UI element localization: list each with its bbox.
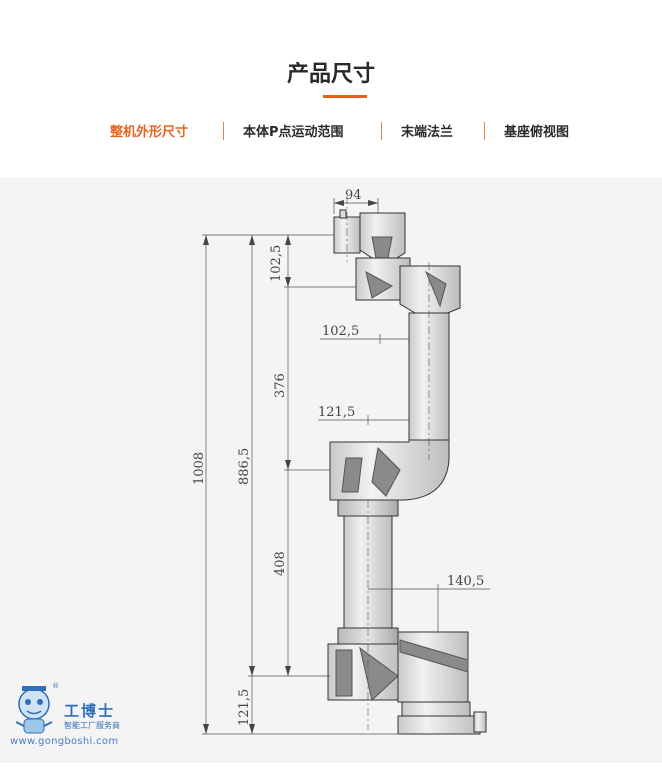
page-title: 产品尺寸: [286, 62, 375, 87]
wrist3-dark-face: [371, 236, 393, 259]
tab-separator: [223, 122, 224, 140]
wrist1-dark-face: [424, 270, 447, 308]
tab-end-flange[interactable]: 末端法兰: [401, 125, 454, 140]
tab-base-top-view[interactable]: 基座俯视图: [504, 125, 570, 140]
title-underline: [323, 95, 367, 98]
dim-upper-arm-length: 408: [273, 551, 288, 576]
tab-p-point-range[interactable]: 本体P点运动范围: [243, 125, 344, 140]
shoulder-dark-face-2: [359, 646, 399, 701]
dim-wrist-height: 102,5: [269, 245, 284, 282]
registered-mark: ®: [52, 682, 59, 690]
base-dark-band: [399, 639, 469, 673]
watermark-url: www.gongboshi.com: [10, 736, 119, 747]
tab-bar: 整机外形尺寸 本体P点运动范围 末端法兰 基座俯视图: [0, 121, 662, 145]
base-connector-shape: [473, 711, 487, 733]
flange-pin: [339, 209, 347, 219]
wrist2-dark-face: [365, 271, 394, 299]
tab-overall-dimensions[interactable]: 整机外形尺寸: [110, 125, 189, 140]
wrist1-joint-shape: [399, 265, 461, 317]
dimension-lines: [202, 198, 490, 735]
dim-top-width: 94: [345, 188, 362, 203]
tab-separator: [381, 122, 382, 140]
header: 产品尺寸 整机外形尺寸 本体P点运动范围 末端法兰 基座俯视图: [0, 0, 662, 178]
elbow-dark-face-1: [341, 457, 363, 493]
dim-reach-height: 886,5: [237, 448, 252, 485]
dim-base-offset: 140,5: [447, 574, 484, 589]
robot-arm-drawing: 94 102,5 102,5 376 121,5 1008 886,5 408 …: [192, 188, 490, 735]
tab-separator: [484, 122, 485, 140]
robot-arm: [327, 209, 487, 735]
dim-elbow-offset: 121,5: [318, 405, 355, 420]
dimension-drawing-panel: 94 102,5 102,5 376 121,5 1008 886,5 408 …: [0, 178, 662, 763]
dim-forearm-length: 376: [273, 373, 288, 398]
base-plate-shape: [401, 701, 471, 717]
watermark: ® 工博士 智能工厂服务商 www.gongboshi.com: [8, 680, 158, 750]
center-lines: [346, 196, 430, 730]
base-foot-shape: [397, 715, 481, 735]
dim-total-height: 1008: [192, 452, 207, 485]
watermark-subtitle: 智能工厂服务商: [64, 721, 120, 730]
dimension-arrows: [203, 200, 378, 734]
shoulder-dark-face: [335, 649, 353, 697]
dim-base-height: 121,5: [237, 689, 252, 726]
watermark-brand: 工博士: [64, 702, 116, 720]
mascot-icon: [15, 686, 53, 734]
elbow-dark-face-2: [371, 446, 401, 497]
dim-wrist-offset: 102,5: [322, 324, 359, 339]
